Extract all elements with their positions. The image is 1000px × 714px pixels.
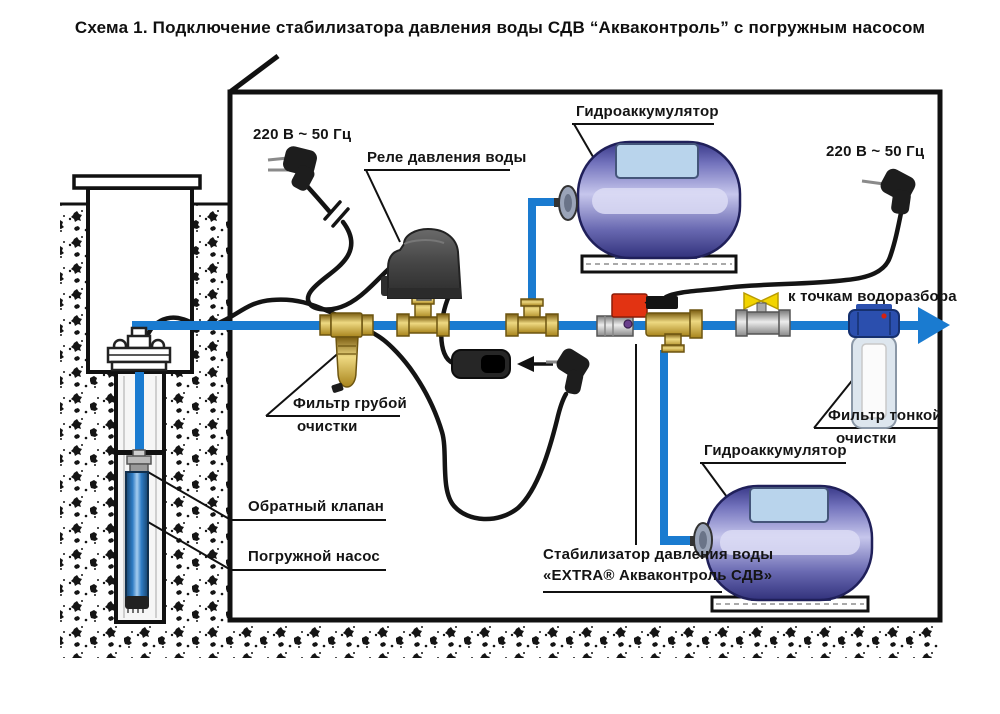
power-plug-right	[861, 168, 916, 215]
power-plug-left	[267, 146, 317, 191]
pipe-arrow-icon	[918, 307, 950, 344]
fine-filter	[848, 304, 900, 429]
label-power-right: 220 В ~ 50 Гц	[826, 143, 925, 160]
well-lid	[72, 174, 202, 190]
submersible-pump	[125, 471, 149, 613]
tee-bottom-accumulator	[645, 309, 703, 353]
label-fine-filter-line1: Фильтр тонкой	[828, 407, 942, 424]
left-plug-cable	[304, 183, 332, 214]
label-stabilizer-line1: Стабилизатор давления воды	[543, 546, 774, 563]
ball-valve	[735, 291, 791, 337]
stabilizer-device	[596, 293, 703, 353]
label-power-left: 220 В ~ 50 Гц	[253, 126, 352, 143]
label-to-taps: к точкам водоразбора	[788, 288, 957, 305]
power-socket	[451, 349, 511, 379]
label-pump: Погружной насос	[248, 548, 380, 565]
label-check-valve: Обратный клапан	[248, 498, 385, 515]
label-coarse-filter-line2: очистки	[297, 418, 358, 435]
tee-under-relay	[396, 296, 450, 337]
borehole-casing-lines	[123, 376, 157, 618]
right-plug-cable	[663, 205, 905, 300]
ground-hatch	[60, 202, 940, 658]
accumulator-bottom	[693, 484, 874, 613]
roof-line	[228, 54, 280, 94]
tee-top-accumulator	[505, 298, 559, 337]
accumulator-top	[558, 140, 742, 274]
power-plug-pump	[546, 348, 590, 395]
label-fine-filter-line2: очистки	[836, 430, 897, 447]
riser-pipe-top-accumulator	[528, 198, 562, 323]
label-accumulator-top: Гидроаккумулятор	[576, 103, 719, 120]
label-pressure-relay: Реле давления воды	[367, 149, 527, 166]
coarse-filter	[319, 312, 374, 393]
label-accumulator-bottom: Гидроаккумулятор	[704, 442, 847, 459]
wellhead	[106, 326, 172, 372]
connect-arrow-icon	[517, 356, 553, 372]
pressure-relay	[381, 227, 463, 301]
page-title: Схема 1. Подключение стабилизатора давле…	[74, 18, 926, 37]
check-valve	[126, 449, 152, 473]
label-stabilizer-line2: «EXTRA® Акваконтроль СДВ»	[543, 567, 773, 584]
label-coarse-filter-line1: Фильтр грубой	[293, 395, 407, 412]
